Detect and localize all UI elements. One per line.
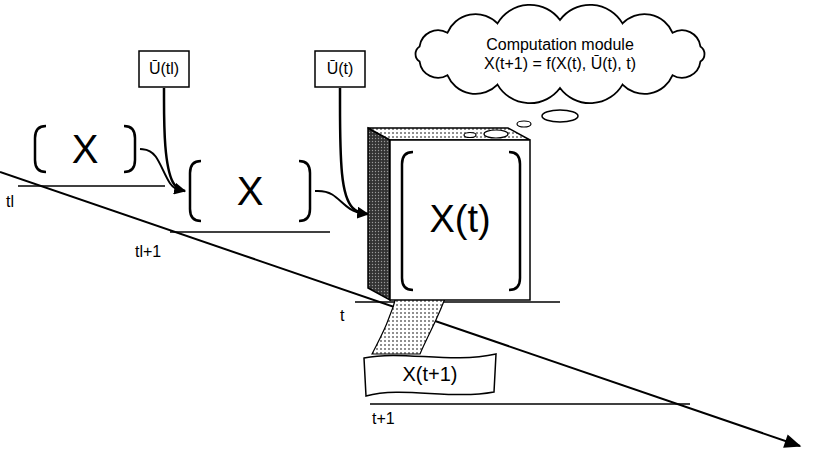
bracket-right <box>299 161 310 221</box>
output-paper: X(t+1) <box>360 350 500 398</box>
thought-cloud: Computation moduleX(t+1) = f(X(t), Ū(t),… <box>400 2 720 106</box>
state-flow <box>140 149 185 191</box>
text-group: Computation moduleX(t+1) = f(X(t), Ū(t),… <box>484 35 636 73</box>
time-label: tl <box>6 192 14 211</box>
time-label: t <box>340 306 344 325</box>
box-slot <box>464 133 476 138</box>
input-box: Ū(t) <box>314 50 366 88</box>
computation-box: X(t) <box>368 128 530 300</box>
input-rect <box>139 51 189 87</box>
box-side-face <box>368 128 390 300</box>
time-step-line <box>355 301 560 303</box>
thought-bubble <box>517 121 531 127</box>
input-arrow <box>164 88 185 191</box>
text-group: Ū(t) <box>327 59 354 78</box>
box-top-face <box>368 128 530 140</box>
state-bracket: X <box>185 155 315 227</box>
time-step-line <box>170 231 330 233</box>
node-text: X(t+1) = f(X(t), Ū(t), t) <box>484 54 636 73</box>
bracket-left <box>190 161 201 221</box>
thought-bubble <box>542 110 578 122</box>
text-group: X <box>237 167 264 215</box>
time-label: tl+1 <box>135 242 161 261</box>
text-group: Ū(tl) <box>149 59 179 78</box>
bracket-right <box>509 152 520 290</box>
thought-cloud-outline <box>400 2 720 106</box>
paper-outline <box>364 354 496 396</box>
node-text: X <box>237 167 264 215</box>
state-bracket: X <box>30 120 140 178</box>
box-roll <box>484 130 508 138</box>
node-text: Ū(t) <box>327 59 354 78</box>
text-group: X <box>72 125 99 173</box>
input-rect <box>315 51 365 87</box>
bracket-right <box>124 126 135 172</box>
node-text: X(t+1) <box>402 362 457 386</box>
bracket-left <box>402 152 413 290</box>
input-arrow <box>340 88 368 214</box>
cloud-outline <box>416 5 705 103</box>
text-group: X(t) <box>429 197 490 243</box>
time-step-line <box>370 403 690 405</box>
text-group: X(t+1) <box>402 362 457 386</box>
time-step-line <box>18 185 165 187</box>
input-box: Ū(tl) <box>138 50 190 88</box>
node-text: X(t) <box>429 197 490 243</box>
bracket-left <box>35 126 46 172</box>
time-label: t+1 <box>372 409 395 428</box>
node-text: X <box>72 125 99 173</box>
state-flow <box>315 191 368 214</box>
node-text: Ū(tl) <box>149 59 179 78</box>
node-text: Computation module <box>484 35 636 54</box>
box-front-face <box>390 140 530 300</box>
